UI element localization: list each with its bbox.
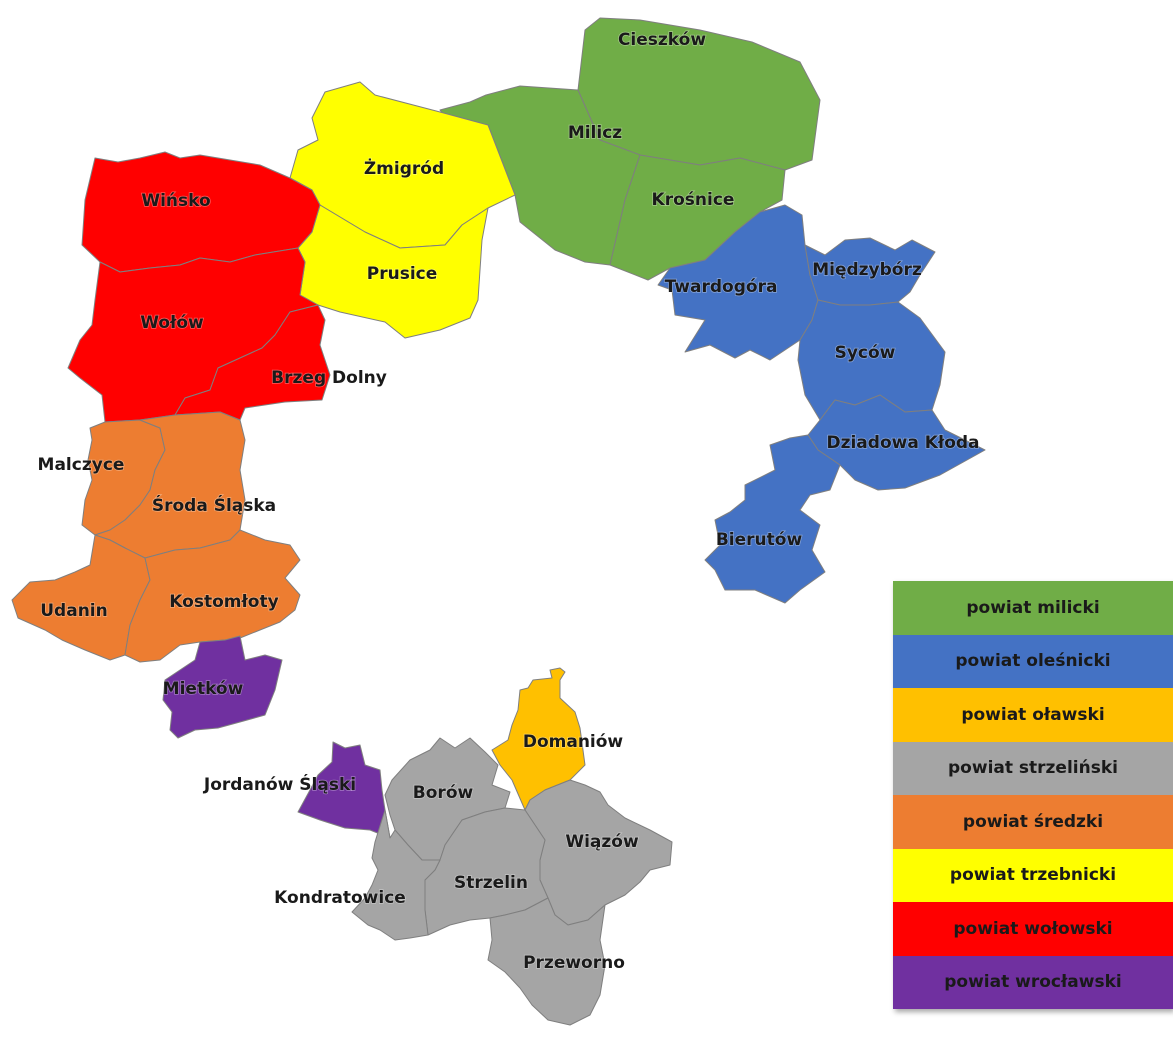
powiat-trzebnicki-regions (289, 81, 516, 339)
legend-item-olawski: powiat oławski (893, 688, 1173, 742)
label-brzeg-dolny: Brzeg Dolny (271, 368, 387, 388)
label-dziadowa-kloda: Dziadowa Kłoda (826, 433, 979, 453)
powiat-strzelinski-regions (351, 667, 673, 1026)
legend-item-wroclawski: powiat wrocławski (893, 955, 1173, 1009)
label-strzelin: Strzelin (454, 873, 528, 893)
powiat-wroclawski-regions (162, 635, 391, 839)
legend-label: powiat wołowski (953, 918, 1113, 939)
region-domaniow[interactable] (491, 667, 586, 811)
label-krosnice: Krośnice (652, 190, 735, 210)
label-cieszkow: Cieszków (618, 30, 706, 50)
powiat-olesnicki-regions (657, 204, 986, 604)
legend-label: powiat oleśnicki (955, 651, 1111, 672)
label-udanin: Udanin (40, 601, 107, 621)
label-milicz: Milicz (568, 123, 622, 143)
label-twardogora: Twardogóra (665, 277, 778, 297)
legend-label: powiat trzebnicki (949, 865, 1117, 886)
region-przeworno[interactable] (487, 897, 606, 1026)
legend-item-sredzki: powiat średzki (893, 795, 1173, 849)
legend-label: powiat oławski (961, 704, 1105, 725)
label-sycow: Syców (835, 343, 896, 363)
label-kostomloty: Kostomłoty (169, 592, 278, 612)
legend-label: powiat wrocławski (944, 972, 1122, 993)
region-brzeg-dolny[interactable] (174, 304, 331, 421)
label-przeworno: Przeworno (523, 953, 625, 973)
region-twardogora[interactable] (657, 204, 819, 361)
label-sroda-slaska: Środa Śląska (152, 494, 276, 516)
label-miedzyborz: Międzybórz (812, 260, 922, 280)
region-labels: Cieszków Milicz Krośnice Żmigród Prusice… (37, 29, 980, 974)
label-jordanow-slaski: Jordanów Śląski (203, 773, 356, 795)
label-domaniow: Domaniów (523, 732, 624, 752)
label-bierutow: Bierutów (716, 530, 803, 550)
region-kostomloty[interactable] (124, 529, 301, 663)
label-wiazow: Wiązów (565, 832, 639, 852)
label-wolow: Wołów (140, 313, 204, 333)
region-kondratowice[interactable] (351, 809, 441, 941)
legend-item-olesnicki: powiat oleśnicki (893, 634, 1173, 688)
label-malczyce: Malczyce (38, 455, 125, 475)
label-kondratowice: Kondratowice (274, 888, 406, 908)
legend-item-milicki: powiat milicki (893, 581, 1173, 635)
label-borow: Borów (413, 783, 474, 803)
map-legend: powiat milicki powiat oleśnicki powiat o… (893, 581, 1173, 1009)
legend-item-wolowski: powiat wołowski (893, 902, 1173, 956)
label-winsko: Wińsko (141, 191, 210, 211)
label-mietkow: Mietków (163, 679, 244, 699)
legend-label: powiat milicki (966, 597, 1100, 618)
legend-item-trzebnicki: powiat trzebnicki (893, 848, 1173, 902)
region-bierutow[interactable] (704, 434, 841, 604)
powiat-milicki-regions (439, 17, 821, 281)
label-prusice: Prusice (367, 264, 438, 284)
legend-item-strzelinski: powiat strzeliński (893, 741, 1173, 795)
powiat-wolowski-regions (67, 151, 331, 423)
region-mietkow[interactable] (162, 635, 283, 739)
legend-label: powiat średzki (962, 811, 1104, 832)
legend-label: powiat strzeliński (948, 758, 1118, 779)
powiat-sredzki-regions (11, 411, 301, 663)
label-zmigrod: Żmigród (364, 157, 444, 179)
